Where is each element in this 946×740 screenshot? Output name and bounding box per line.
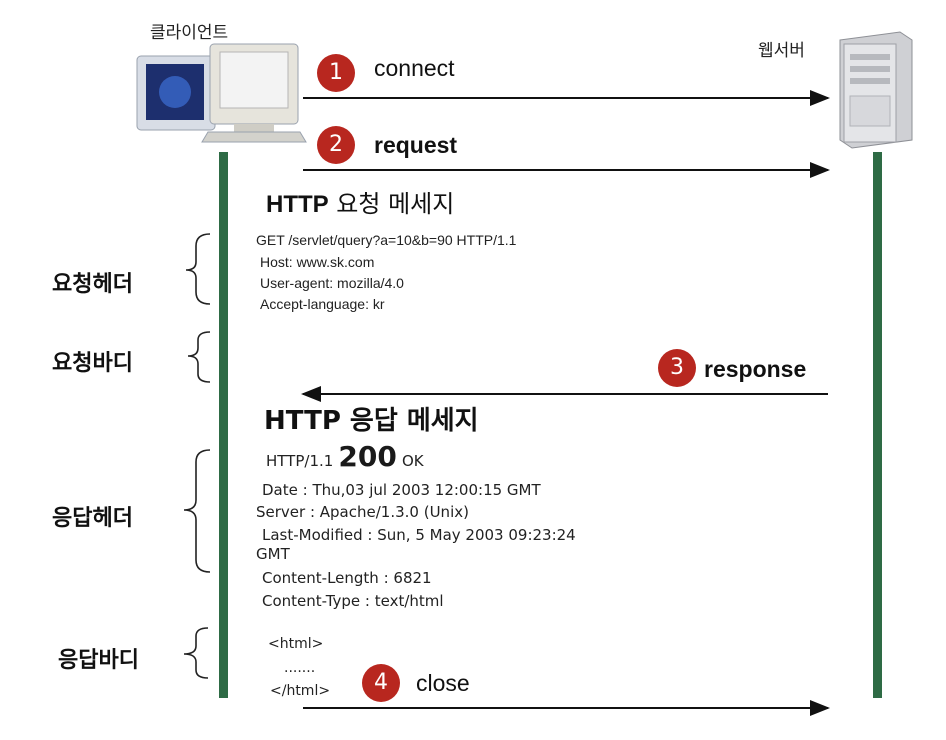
res-header-label: 응답헤더 <box>52 506 133 531</box>
body-html-close: </html> <box>270 683 331 699</box>
server-lifeline <box>873 152 882 698</box>
req-body-brace <box>187 331 211 383</box>
response-last-modified-tz: GMT <box>256 545 290 563</box>
request-host: Host: www.sk.com <box>260 254 375 270</box>
step-1-badge: 1 <box>317 54 355 92</box>
res-body-brace <box>183 627 209 679</box>
step-4-badge: 4 <box>362 664 400 702</box>
body-html-open: <html> <box>268 636 324 652</box>
req-body-label: 요청바디 <box>52 351 133 376</box>
response-title: HTTP 응답 메세지 <box>264 406 479 436</box>
request-user-agent: User-agent: mozilla/4.0 <box>260 275 404 291</box>
step-2-badge: 2 <box>317 126 355 164</box>
step-1-label: connect <box>374 55 455 81</box>
req-header-brace <box>185 233 211 305</box>
response-server: Server : Apache/1.3.0 (Unix) <box>256 503 469 521</box>
step-2-label: request <box>374 132 458 158</box>
client-lifeline <box>219 152 228 698</box>
response-content-length: Content-Length : 6821 <box>262 569 432 587</box>
server-label: 웹서버 <box>758 41 805 61</box>
status-text: OK <box>401 452 424 470</box>
client-label: 클라이언트 <box>150 23 229 43</box>
step-3-label: response <box>704 356 807 382</box>
status-protocol: HTTP/1.1 <box>266 452 334 470</box>
request-title-text: 요청 메세지 <box>328 190 455 218</box>
step-4-label: close <box>416 670 470 696</box>
response-date: Date : Thu,03 jul 2003 12:00:15 GMT <box>262 481 541 499</box>
body-ellipsis: ....... <box>284 660 316 676</box>
req-header-label: 요청헤더 <box>52 272 133 297</box>
request-accept-language: Accept-language: kr <box>260 296 385 312</box>
request-title-protocol: HTTP <box>266 191 329 218</box>
response-content-type: Content-Type : text/html <box>262 592 444 610</box>
client-computer-icon <box>136 43 307 143</box>
web-server-icon <box>839 31 913 149</box>
request-title: HTTP 요청 메세지 <box>266 184 454 219</box>
request-line: GET /servlet/query?a=10&b=90 HTTP/1.1 <box>256 232 517 248</box>
response-last-modified: Last-Modified : Sun, 5 May 2003 09:23:24 <box>262 526 576 544</box>
step-3-badge: 3 <box>658 349 696 387</box>
status-line: HTTP/1.1 200 OK <box>266 440 424 473</box>
status-code: 200 <box>338 440 397 473</box>
res-header-brace <box>183 449 211 573</box>
res-body-label: 응답바디 <box>58 648 139 673</box>
